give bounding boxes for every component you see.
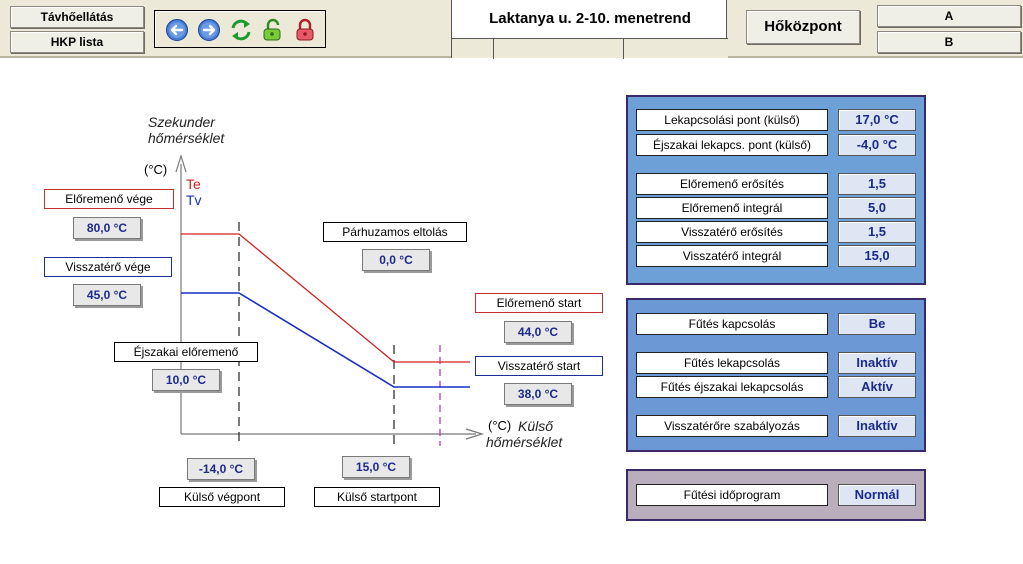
visszatero-start-label: Visszatérő start [475,356,603,376]
eloremeno-erosites-label: Előremenő erősítés [636,173,828,195]
visszatero-curve [181,292,470,388]
legend-te: Te [186,176,201,192]
ejszakai-lekapcs-pont-label: Éjszakai lekapcs. pont (külső) [636,134,828,156]
futes-ejszakai-lekapcsolas-value[interactable]: Aktív [838,376,916,398]
top-bar: Távhőellátás HKP lista [0,0,1023,59]
futes-kapcsolas-value[interactable]: Be [838,313,916,335]
tavhoellatas-button[interactable]: Távhőellátás [10,6,144,28]
y-axis-label: Szekunder hőmérséklet [148,114,225,146]
y-axis-arrow [175,153,187,173]
visszatero-integral-value[interactable]: 15,0 [838,245,916,267]
kulso-vegpont-label: Külső végpont [159,487,285,507]
eloremeno-vege-label: Előremenő vége [44,189,174,209]
futesi-idoprogram-label: Fűtési időprogram [636,484,828,506]
eloremeno-start-label: Előremenő start [475,293,603,313]
kulso-startpont-label: Külső startpont [314,487,440,507]
heating-program-panel: Fűtési időprogram Normál [626,469,926,521]
lekapcsolasi-pont-label: Lekapcsolási pont (külső) [636,109,828,131]
visszaterore-szabalyozas-label: Visszatérőre szabályozás [636,415,828,437]
futes-ejszakai-lekapcsolas-label: Fűtés éjszakai lekapcsolás [636,376,828,398]
a-button[interactable]: A [877,5,1021,27]
visszatero-vege-value[interactable]: 45,0 °C [73,284,141,306]
ejszakai-lekapcs-pont-value[interactable]: -4,0 °C [838,134,916,156]
visszatero-erosites-label: Visszatérő erősítés [636,221,828,243]
x-axis-label: Külső hőmérséklet [486,418,563,450]
eloremeno-erosites-value[interactable]: 1,5 [838,173,916,195]
kulso-startpont-value[interactable]: 15,0 °C [342,456,410,478]
toolbar [154,10,326,48]
page-title: Laktanya u. 2-10. menetrend [489,10,691,27]
futes-lekapcsolas-label: Fűtés lekapcsolás [636,352,828,374]
hokozpont-button[interactable]: Hőközpont [746,10,860,44]
visszatero-erosites-value[interactable]: 1,5 [838,221,916,243]
title-cell [624,39,728,59]
schedule-title-box: Laktanya u. 2-10. menetrend [451,0,728,59]
x-axis-unit: (°C) [488,418,512,433]
y-axis-unit: (°C) [144,162,168,177]
visszaterore-szabalyozas-value[interactable]: Inaktív [838,415,916,437]
unlock-icon[interactable] [261,18,285,42]
hkp-lista-button[interactable]: HKP lista [10,31,144,53]
futesi-idoprogram-value[interactable]: Normál [838,484,916,506]
title-cell [452,39,494,59]
eloremeno-curve [181,233,470,363]
eloremeno-integral-value[interactable]: 5,0 [838,197,916,219]
title-cells [452,38,728,59]
eloremeno-integral-label: Előremenő integrál [636,197,828,219]
lock-icon[interactable] [293,18,317,42]
forward-icon[interactable] [197,18,221,42]
visszatero-start-value[interactable]: 38,0 °C [504,383,572,405]
heating-curve-diagram [175,153,485,446]
title-cell [494,39,624,59]
lekapcsolasi-pont-value[interactable]: 17,0 °C [838,109,916,131]
futes-kapcsolas-label: Fűtés kapcsolás [636,313,828,335]
kulso-vegpont-value[interactable]: -14,0 °C [187,458,255,480]
back-icon[interactable] [165,18,189,42]
eloremeno-start-value[interactable]: 44,0 °C [504,321,572,343]
control-parameters-panel: Lekapcsolási pont (külső) 17,0 °C Éjszak… [626,95,926,285]
heating-switch-panel: Fűtés kapcsolás Be Fűtés lekapcsolás Ina… [626,298,926,452]
eloremeno-vege-value[interactable]: 80,0 °C [73,217,141,239]
legend-tv: Tv [186,192,202,208]
visszatero-integral-label: Visszatérő integrál [636,245,828,267]
ejszakai-eloremeno-value[interactable]: 10,0 °C [152,369,220,391]
visszatero-vege-label: Visszatérő vége [44,257,172,277]
parhuzamos-eltolas-label: Párhuzamos eltolás [323,222,467,242]
b-button[interactable]: B [877,31,1021,53]
parhuzamos-eltolas-value[interactable]: 0,0 °C [362,249,430,271]
ejszakai-eloremeno-label: Éjszakai előremenő [114,342,258,362]
x-axis-arrow [465,428,485,440]
refresh-icon[interactable] [229,18,253,42]
futes-lekapcsolas-value[interactable]: Inaktív [838,352,916,374]
